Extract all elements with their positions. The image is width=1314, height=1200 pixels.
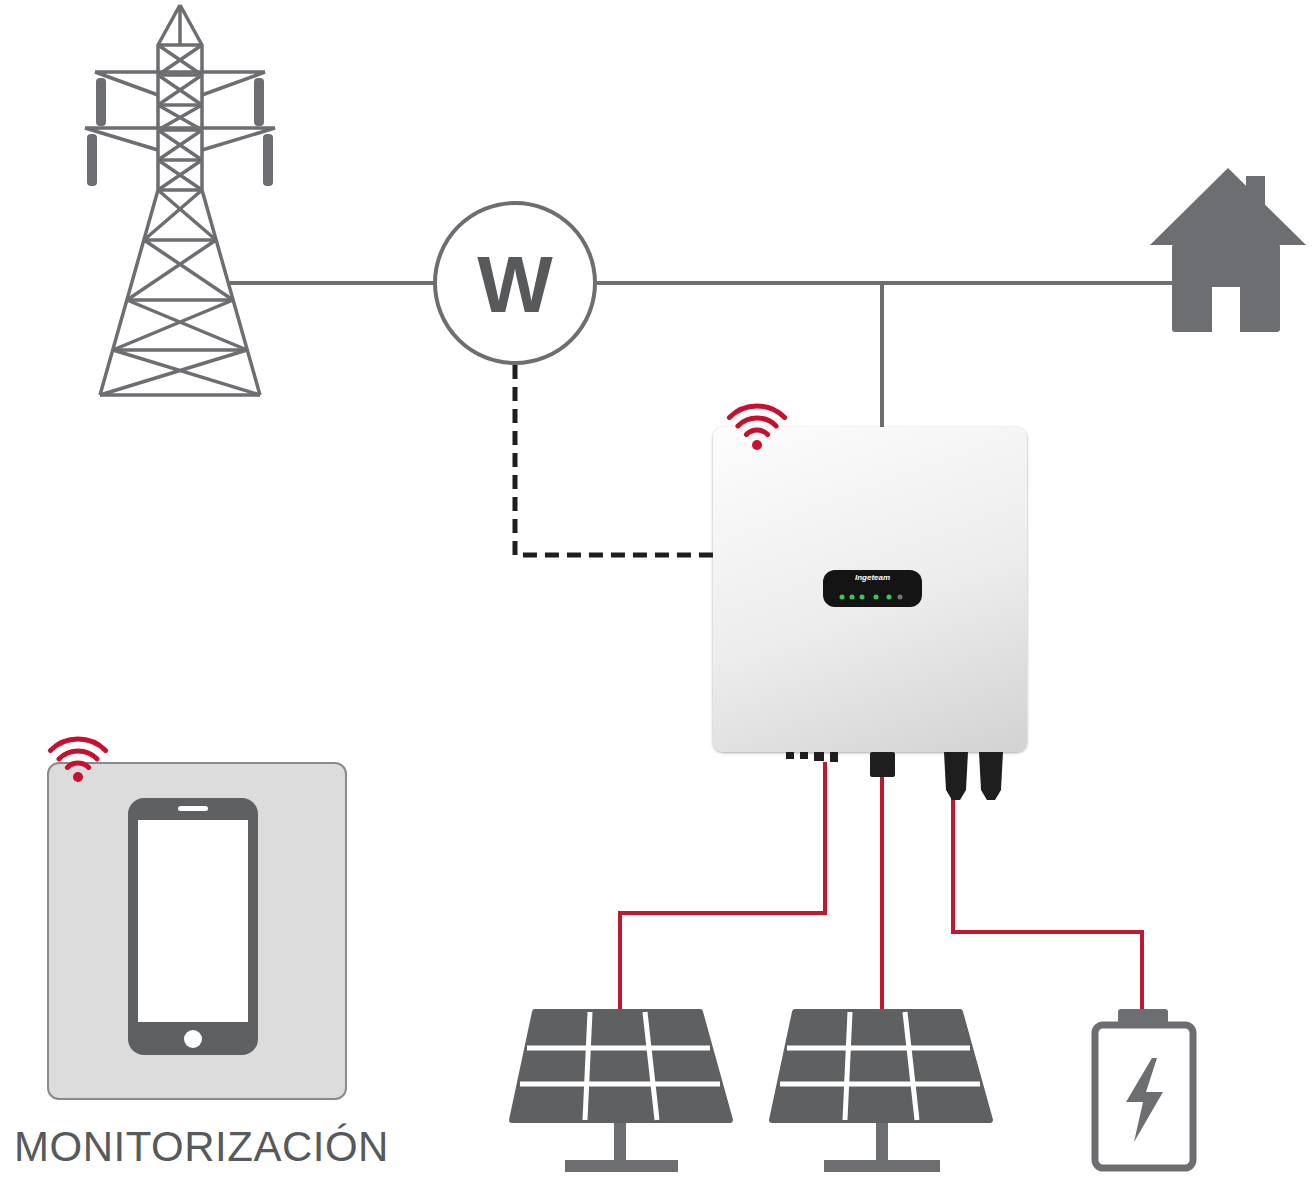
monitoring-label: MONITORIZACIÓN xyxy=(14,1124,389,1170)
inverter-box: Ingeteam xyxy=(713,427,1027,752)
solar-panel xyxy=(772,1012,990,1172)
wifi-icon xyxy=(50,739,105,767)
monitoring-panel: MONITORIZACIÓN xyxy=(47,762,347,1100)
inverter-connectors xyxy=(786,752,1003,800)
phone-icon xyxy=(128,798,258,1055)
status-leds xyxy=(840,595,903,600)
display-panel: Ingeteam xyxy=(823,570,922,607)
battery-icon xyxy=(1095,1009,1193,1168)
meter-circle: W xyxy=(433,201,597,365)
wifi-dot xyxy=(752,440,762,450)
insulators xyxy=(87,78,273,186)
data-link xyxy=(515,365,713,555)
ac-wires xyxy=(230,283,1176,428)
house-icon xyxy=(1150,168,1306,332)
wifi-icon xyxy=(729,406,784,434)
grid-wire xyxy=(230,281,433,285)
wifi-dot xyxy=(73,772,83,782)
brand-label: Ingeteam xyxy=(823,574,922,583)
pylon-icon xyxy=(85,5,275,395)
solar-panel xyxy=(512,1012,730,1172)
meter-label: W xyxy=(477,245,553,325)
inverter-ac-wire xyxy=(880,283,884,428)
dc-wires xyxy=(620,762,1142,1012)
load-wire xyxy=(597,281,1176,285)
